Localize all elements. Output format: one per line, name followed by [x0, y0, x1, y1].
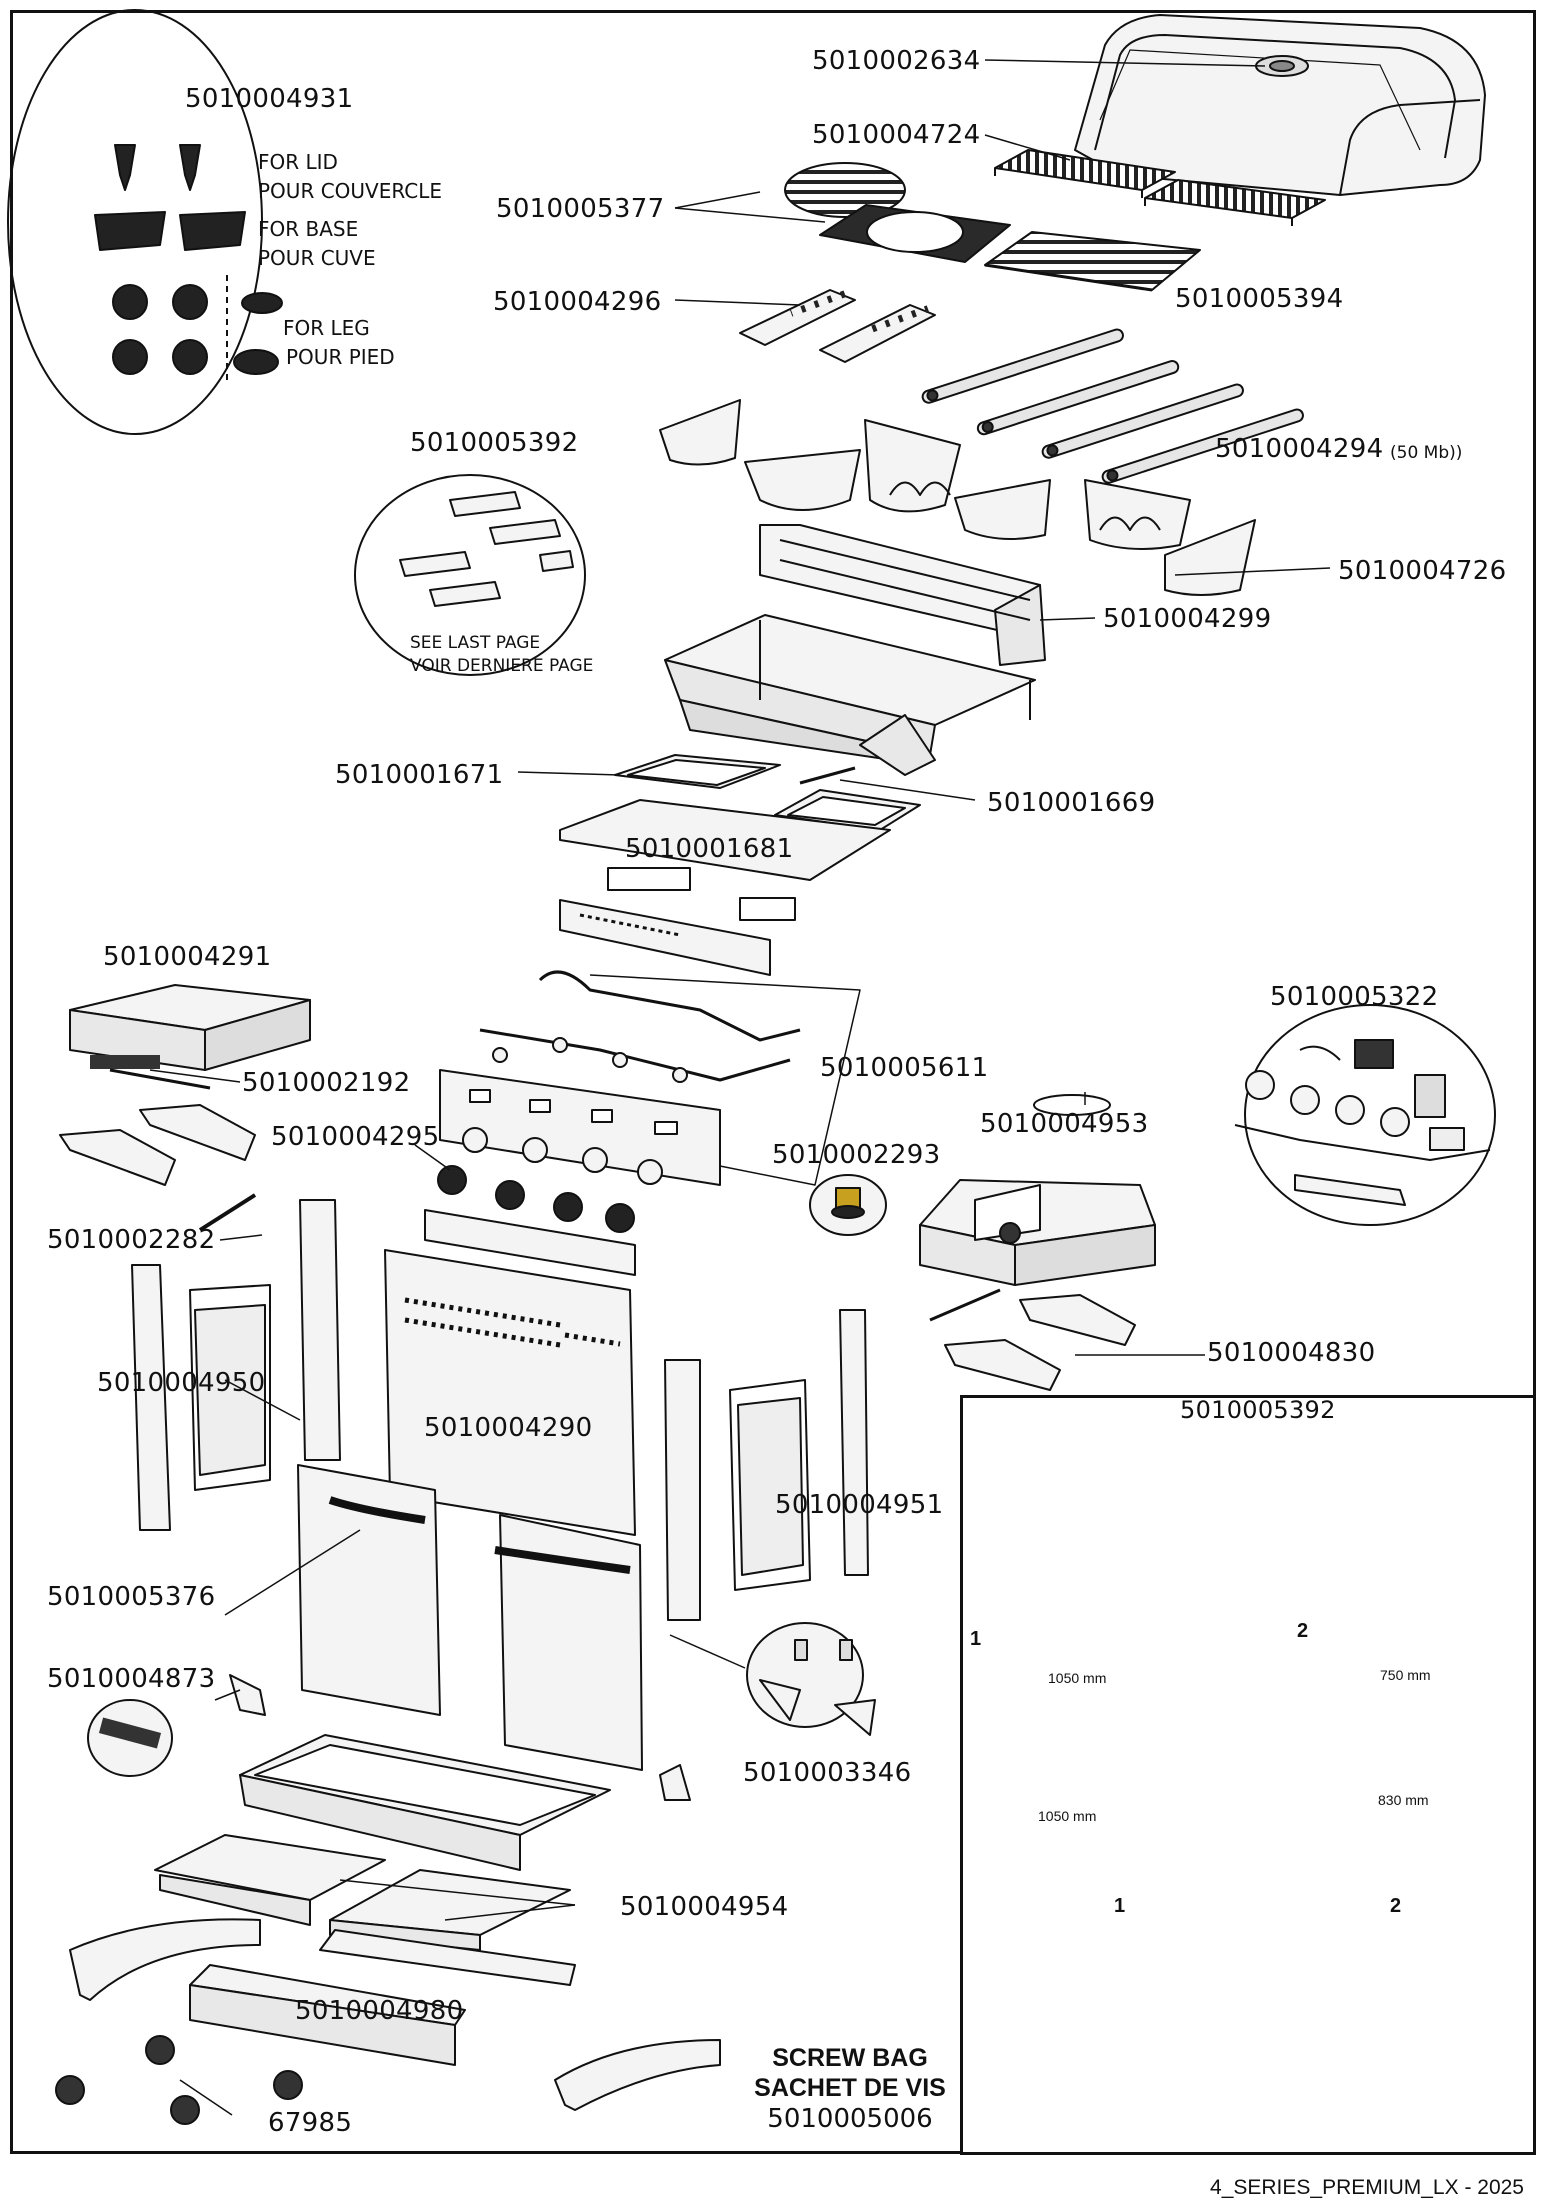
flame-tamers — [659, 399, 1256, 596]
part-label-tray-rail: 5010001669 — [987, 788, 1156, 818]
part-label-igniter-ring: 5010004953 — [980, 1109, 1149, 1139]
part-label-manifold: 5010005611 — [820, 1053, 989, 1083]
side-burner-knob — [809, 1174, 887, 1236]
bumper-kit-parts — [94, 144, 283, 375]
support-note: SEE LAST PAGE VOIR DERNIERE PAGE — [410, 632, 593, 678]
bumper-note-base: FOR BASE POUR CUVE — [258, 215, 376, 273]
page-border — [10, 10, 1536, 2154]
part-label-grease-tray: 5010001671 — [335, 760, 504, 790]
part-label-back-panel: 5010004290 — [424, 1413, 593, 1443]
inset-length-b: 750 mm — [1380, 1667, 1431, 1683]
part-label-flame-tamers: 5010004726 — [1338, 556, 1507, 586]
bumper-note-leg-fr: POUR PIED — [286, 345, 395, 369]
screw-bag-callout: SCREW BAG SACHET DE VIS 5010005006 — [750, 2043, 950, 2136]
support-kit-parts — [399, 491, 574, 607]
inset-circle-label-2: 2 — [1390, 1895, 1402, 1917]
bumper-note-base-en: FOR BASE — [258, 217, 359, 241]
left-side-table — [69, 984, 311, 1090]
firebox — [664, 524, 1046, 776]
inset-position-2: 2 — [1297, 1620, 1309, 1642]
part-label-firebox: 5010004299 — [1103, 604, 1272, 634]
support-note-en: SEE LAST PAGE — [410, 633, 541, 653]
ignition-kit-circle — [1244, 1004, 1496, 1226]
part-label-caster: 67985 — [268, 2108, 353, 2138]
bumper-note-lid-en: FOR LID — [258, 150, 338, 174]
part-label-side-table-left: 5010004291 — [103, 942, 272, 972]
hinge-bag — [87, 1699, 173, 1777]
inset-circle-label-1: 1 — [1114, 1895, 1126, 1917]
side-burner — [919, 1179, 1156, 1286]
inset-length-d: 830 mm — [1378, 1792, 1429, 1808]
warming-racks — [994, 149, 1326, 226]
screw-bag-en: SCREW BAG — [772, 2044, 928, 2072]
grill-lid — [1074, 14, 1486, 196]
inset-position-1: 1 — [970, 1628, 982, 1650]
side-burner-brackets — [929, 1288, 1136, 1391]
part-label-right-legs: 5010004951 — [775, 1490, 944, 1520]
corner-bracket-bag — [746, 1622, 876, 1736]
part-label-crossbar: 5010002282 — [47, 1225, 216, 1255]
igniter-ring — [1033, 1094, 1111, 1116]
cooking-grids — [784, 162, 1201, 292]
inset-length-a: 1050 mm — [1048, 1670, 1107, 1686]
burner-tubes — [921, 328, 1304, 484]
part-label-front-rail: 5010004980 — [295, 1996, 464, 2026]
support-kit-circle — [354, 474, 586, 676]
part-label-round-grid: 5010005377 — [496, 194, 665, 224]
burner-note: (50 Mb)) — [1390, 443, 1463, 463]
part-label-left-legs: 5010004950 — [97, 1368, 266, 1398]
cabinet-doors — [297, 1464, 643, 1771]
part-label-lid: 5010002634 — [812, 46, 981, 76]
hinge-brackets — [229, 1674, 691, 1801]
part-label-side-table-bracket: 5010002192 — [242, 1068, 411, 1098]
leader-lines — [149, 59, 1331, 2116]
part-label-door: 5010005376 — [47, 1582, 216, 1612]
ignition-kit-parts — [1234, 1039, 1491, 1206]
part-label-knobs: 5010004295 — [271, 1122, 440, 1152]
part-label-warming-rack: 5010004724 — [812, 120, 981, 150]
part-label-support-kit: 5010005392 — [410, 428, 579, 458]
casters — [55, 2035, 303, 2125]
manifold-assembly — [479, 899, 861, 1186]
part-label-side-burner-bracket: 5010004830 — [1207, 1338, 1376, 1368]
heat-shields — [739, 289, 936, 363]
part-label-side-burner-knob: 5010002293 — [772, 1140, 941, 1170]
part-label-hinge: 5010004873 — [47, 1664, 216, 1694]
bumper-note-base-fr: POUR CUVE — [258, 246, 376, 270]
bumper-kit-circle — [7, 9, 263, 435]
part-label-tray-frame: 5010001681 — [625, 834, 794, 864]
left-table-brackets — [59, 1104, 256, 1186]
inset-length-c: 1050 mm — [1038, 1808, 1097, 1824]
left-legs — [131, 1199, 341, 1531]
support-note-fr: VOIR DERNIERE PAGE — [410, 655, 594, 676]
control-panel — [439, 1069, 721, 1186]
screw-bag-fr: SACHET DE VIS — [754, 2074, 946, 2102]
right-legs — [664, 1309, 869, 1621]
document-footer: 4_SERIES_PREMIUM_LX - 2025 — [1210, 2176, 1524, 2199]
bumper-note-lid-fr: POUR COUVERCLE — [258, 179, 443, 203]
bumper-note-lid: FOR LID POUR COUVERCLE — [258, 148, 442, 206]
part-label-ignition-kit: 5010005322 — [1270, 982, 1439, 1012]
support-install-inset — [960, 1395, 1536, 2155]
back-panel — [384, 1209, 636, 1536]
base-shelf — [154, 1734, 611, 1951]
control-knobs — [437, 1165, 635, 1233]
front-rails — [69, 1918, 721, 2111]
part-label-base-shelf: 5010004954 — [620, 1892, 789, 1922]
bumper-note-leg: FOR LEG POUR PIED — [283, 314, 395, 372]
inset-title: 5010005392 — [1180, 1396, 1336, 1424]
screw-bag-part: 5010005006 — [767, 2104, 933, 2134]
part-label-heat-shield: 5010004296 — [493, 287, 662, 317]
part-label-bumper-kit: 5010004931 — [185, 84, 354, 114]
grease-trays — [559, 754, 921, 921]
part-label-cast-grid: 5010005394 — [1175, 284, 1344, 314]
bumper-note-leg-en: FOR LEG — [283, 316, 370, 340]
crossbar-part — [198, 1193, 257, 1232]
part-label-burner: 5010004294 — [1215, 434, 1384, 464]
part-label-corner-bracket: 5010003346 — [743, 1758, 912, 1788]
